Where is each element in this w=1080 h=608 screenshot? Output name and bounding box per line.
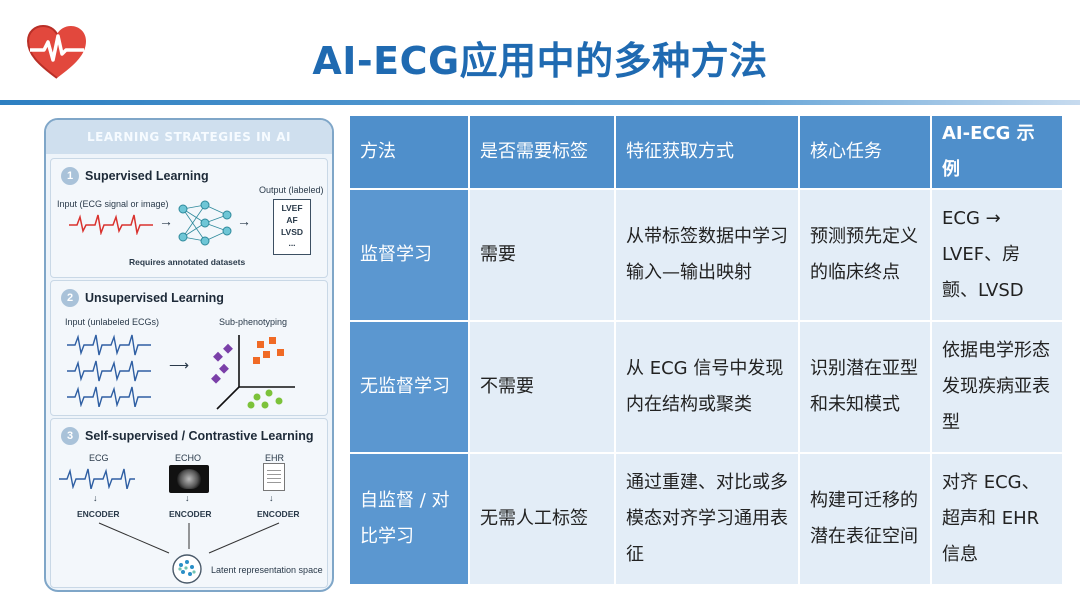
- source-label-ecg: ECG: [89, 453, 109, 463]
- row-header: 监督学习: [348, 188, 470, 322]
- echo-image-icon: [169, 465, 209, 493]
- encoder-label: ENCODER: [257, 509, 300, 519]
- column-header: 是否需要标签: [468, 114, 616, 190]
- table-cell: 需要: [468, 188, 616, 322]
- column-header: 方法: [348, 114, 470, 190]
- unlabeled-ecg-icon: [67, 334, 151, 407]
- supervised-input-label: Input (ECG signal or image): [57, 199, 169, 209]
- converging-arrows: [98, 522, 280, 554]
- self-supervised-title-text: Self-supervised / Contrastive Learning: [85, 429, 314, 443]
- methods-table: 方法 是否需要标签 特征获取方式 核心任务 AI-ECG 示例 监督学习 需要 …: [348, 114, 1064, 586]
- supervised-note: Requires annotated datasets: [129, 257, 246, 267]
- neural-network-icon: [178, 200, 232, 246]
- down-arrow-icon: ↓: [93, 493, 98, 503]
- learning-strategies-panel: LEARNING STRATEGIES IN AI 1 Supervised L…: [44, 118, 334, 592]
- encoder-label: ENCODER: [169, 509, 212, 519]
- table-cell: 从 ECG 信号中发现内在结构或聚类: [614, 320, 800, 454]
- cluster-plot-icon: [211, 335, 295, 410]
- unsupervised-output-label: Sub-phenotyping: [219, 317, 288, 327]
- table-cell: 不需要: [468, 320, 616, 454]
- latent-space-icon: [172, 554, 202, 584]
- source-label-ehr: EHR: [265, 453, 285, 463]
- output-label: LVEF: [281, 203, 303, 213]
- supervised-title-text: Supervised Learning: [85, 169, 209, 183]
- slide-title: AI-ECG应用中的多种方法: [312, 39, 768, 83]
- self-supervised-section: 3 Self-supervised / Contrastive Learning…: [50, 418, 328, 588]
- unsupervised-input-label: Input (unlabeled ECGs): [65, 317, 160, 327]
- table-cell: 预测预先定义的临床终点: [798, 188, 932, 322]
- table-cell: ECG → LVEF、房颤、LVSD: [930, 188, 1064, 322]
- table-cell: 从带标签数据中学习输入—输出映射: [614, 188, 800, 322]
- table-cell: 对齐 ECG、超声和 EHR 信息: [930, 452, 1064, 586]
- heart-ecg-icon: [26, 24, 86, 79]
- table-cell: 依据电学形态发现疾病亚表型: [930, 320, 1064, 454]
- panel-header: LEARNING STRATEGIES IN AI: [46, 120, 332, 154]
- row-header: 无监督学习: [348, 320, 470, 454]
- arrow-icon: ⟶: [169, 357, 190, 373]
- unsupervised-title: 2 Unsupervised Learning: [61, 289, 224, 307]
- title-divider: [0, 100, 1080, 105]
- arrow-icon: →: [159, 213, 173, 229]
- supervised-output-label: Output (labeled): [259, 185, 324, 195]
- output-labels-box: LVEF AF LVSD ...: [273, 199, 311, 255]
- row-header: 自监督 / 对比学习: [348, 452, 470, 586]
- output-label: ...: [288, 238, 296, 248]
- source-label-echo: ECHO: [175, 453, 202, 463]
- output-label: AF: [286, 215, 298, 225]
- latent-space-label: Latent representation space: [211, 565, 323, 575]
- table-cell: 识别潜在亚型和未知模式: [798, 320, 932, 454]
- document-icon: [263, 463, 285, 491]
- table-row: 监督学习 需要 从带标签数据中学习输入—输出映射 预测预先定义的临床终点 ECG…: [348, 188, 1064, 322]
- column-header: AI-ECG 示例: [930, 114, 1064, 190]
- step-number: 1: [61, 167, 79, 185]
- output-label: LVSD: [280, 227, 304, 237]
- step-number: 2: [61, 289, 79, 307]
- unsupervised-section: 2 Unsupervised Learning Input (unlabeled…: [50, 280, 328, 416]
- unsupervised-title-text: Unsupervised Learning: [85, 291, 224, 305]
- ecg-signal-icon: [59, 468, 135, 489]
- arrow-icon: →: [237, 213, 251, 229]
- supervised-title: 1 Supervised Learning: [61, 167, 209, 185]
- column-header: 特征获取方式: [614, 114, 800, 190]
- table-row: 无监督学习 不需要 从 ECG 信号中发现内在结构或聚类 识别潜在亚型和未知模式…: [348, 320, 1064, 454]
- ecg-signal-icon: [69, 214, 153, 235]
- table-header-row: 方法 是否需要标签 特征获取方式 核心任务 AI-ECG 示例: [348, 114, 1064, 190]
- self-supervised-title: 3 Self-supervised / Contrastive Learning: [61, 427, 314, 445]
- column-header: 核心任务: [798, 114, 932, 190]
- step-number: 3: [61, 427, 79, 445]
- table-cell: 无需人工标签: [468, 452, 616, 586]
- down-arrow-icon: ↓: [269, 493, 274, 503]
- table-cell: 通过重建、对比或多模态对齐学习通用表征: [614, 452, 800, 586]
- encoder-label: ENCODER: [77, 509, 120, 519]
- table-cell: 构建可迁移的潜在表征空间: [798, 452, 932, 586]
- supervised-section: 1 Supervised Learning Input (ECG signal …: [50, 158, 328, 278]
- table-row: 自监督 / 对比学习 无需人工标签 通过重建、对比或多模态对齐学习通用表征 构建…: [348, 452, 1064, 586]
- down-arrow-icon: ↓: [185, 493, 190, 503]
